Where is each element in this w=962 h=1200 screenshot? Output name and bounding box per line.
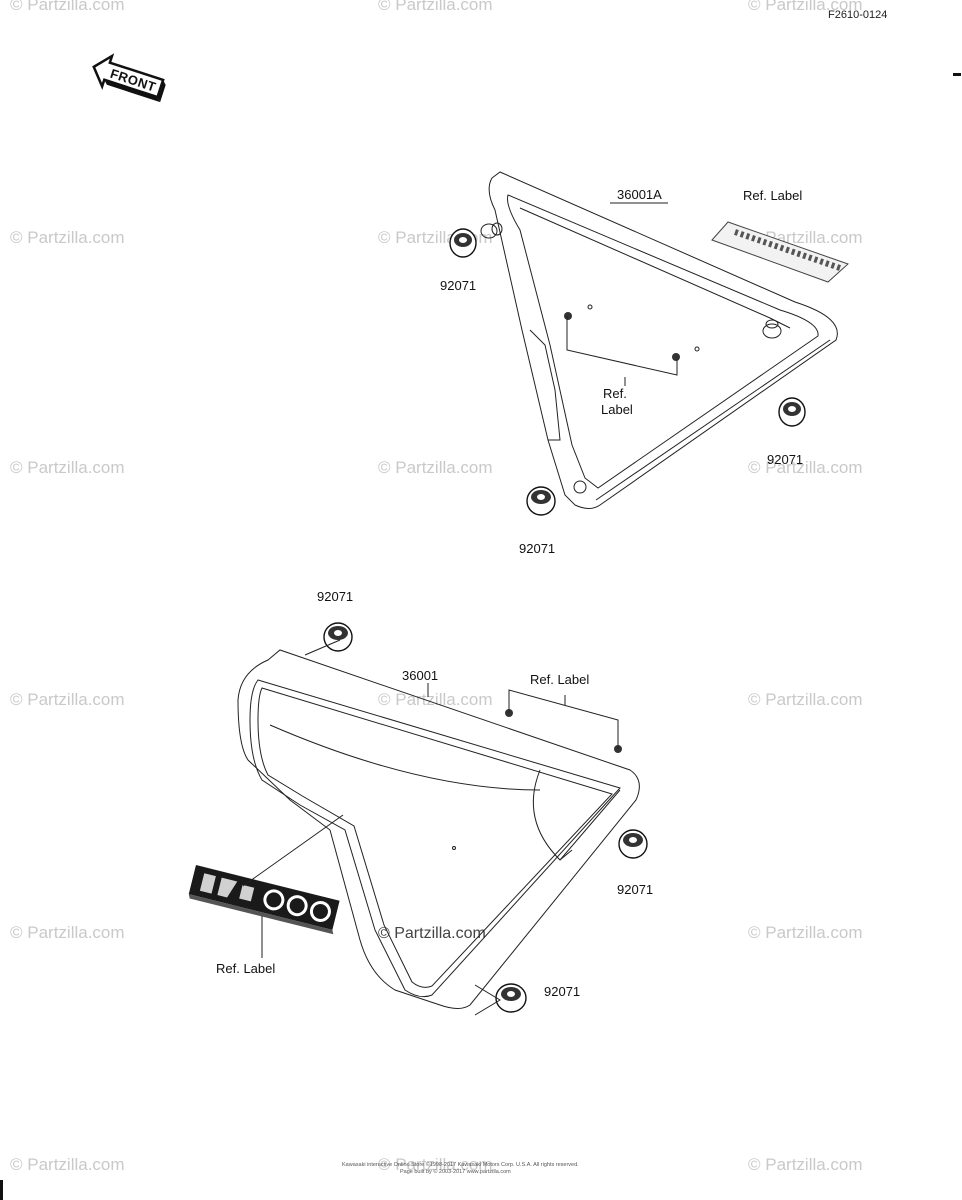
part-number-92071: 92071 xyxy=(767,452,803,467)
part-number-92071: 92071 xyxy=(519,541,555,556)
lower-side-cover xyxy=(237,649,640,1009)
part-number-92071: 92071 xyxy=(617,882,653,897)
watermark: © Partzilla.com xyxy=(10,923,125,942)
ref-label-mid-line2: Label xyxy=(601,402,633,417)
watermark: © Partzilla.com xyxy=(748,923,863,942)
figure-code: F2610-0124 xyxy=(828,9,887,21)
watermark: © Partzilla.com xyxy=(748,0,863,14)
ref-label-mid-line1: Ref. xyxy=(603,386,627,401)
watermark-layer: © Partzilla.com © Partzilla.com © Partzi… xyxy=(10,0,863,1174)
watermark: © Partzilla.com xyxy=(378,458,493,477)
watermark: © Partzilla.com xyxy=(378,0,493,14)
kawasaki-emblem-logo xyxy=(188,865,340,935)
part-number-92071: 92071 xyxy=(544,984,580,999)
watermark: © Partzilla.com xyxy=(378,1155,493,1174)
watermark: © Partzilla.com xyxy=(10,0,125,14)
front-arrow-icon: FRONT xyxy=(92,53,166,103)
grommet-lower-bottom xyxy=(495,983,527,1013)
edge-mark xyxy=(953,73,961,76)
grommet-upper-right xyxy=(778,397,806,427)
watermark: © Partzilla.com xyxy=(10,1155,125,1174)
watermark: © Partzilla.com xyxy=(10,458,125,477)
copyright-line-1: Kawasaki interactive Online Store ©1998-… xyxy=(342,1161,579,1168)
part-number-92071: 92071 xyxy=(440,278,476,293)
upper-side-cover xyxy=(480,171,838,509)
edge-mark xyxy=(0,1180,3,1200)
part-number-36001A: 36001A xyxy=(617,187,662,202)
ref-label-lower: Ref. Label xyxy=(530,672,589,687)
watermark: © Partzilla.com xyxy=(748,458,863,477)
part-number-92071: 92071 xyxy=(317,589,353,604)
grommet-upper-left xyxy=(449,228,477,258)
watermark: © Partzilla.com xyxy=(10,228,125,247)
ref-label-strip xyxy=(711,221,849,283)
watermark: © Partzilla.com xyxy=(378,690,493,709)
part-number-36001: 36001 xyxy=(402,668,438,683)
ref-label-top: Ref. Label xyxy=(743,188,802,203)
watermark: © Partzilla.com xyxy=(10,690,125,709)
copyright-line-2: Page built by © 2003-2017 www.partzilla.… xyxy=(400,1168,511,1175)
grommet-upper-bottom xyxy=(526,486,556,516)
grommet-lower-top xyxy=(323,622,353,652)
watermark: © Partzilla.com xyxy=(378,925,486,942)
watermark: © Partzilla.com xyxy=(748,690,863,709)
watermark: © Partzilla.com xyxy=(748,1155,863,1174)
ref-label-emblem: Ref. Label xyxy=(216,961,275,976)
grommet-lower-right xyxy=(618,829,648,859)
